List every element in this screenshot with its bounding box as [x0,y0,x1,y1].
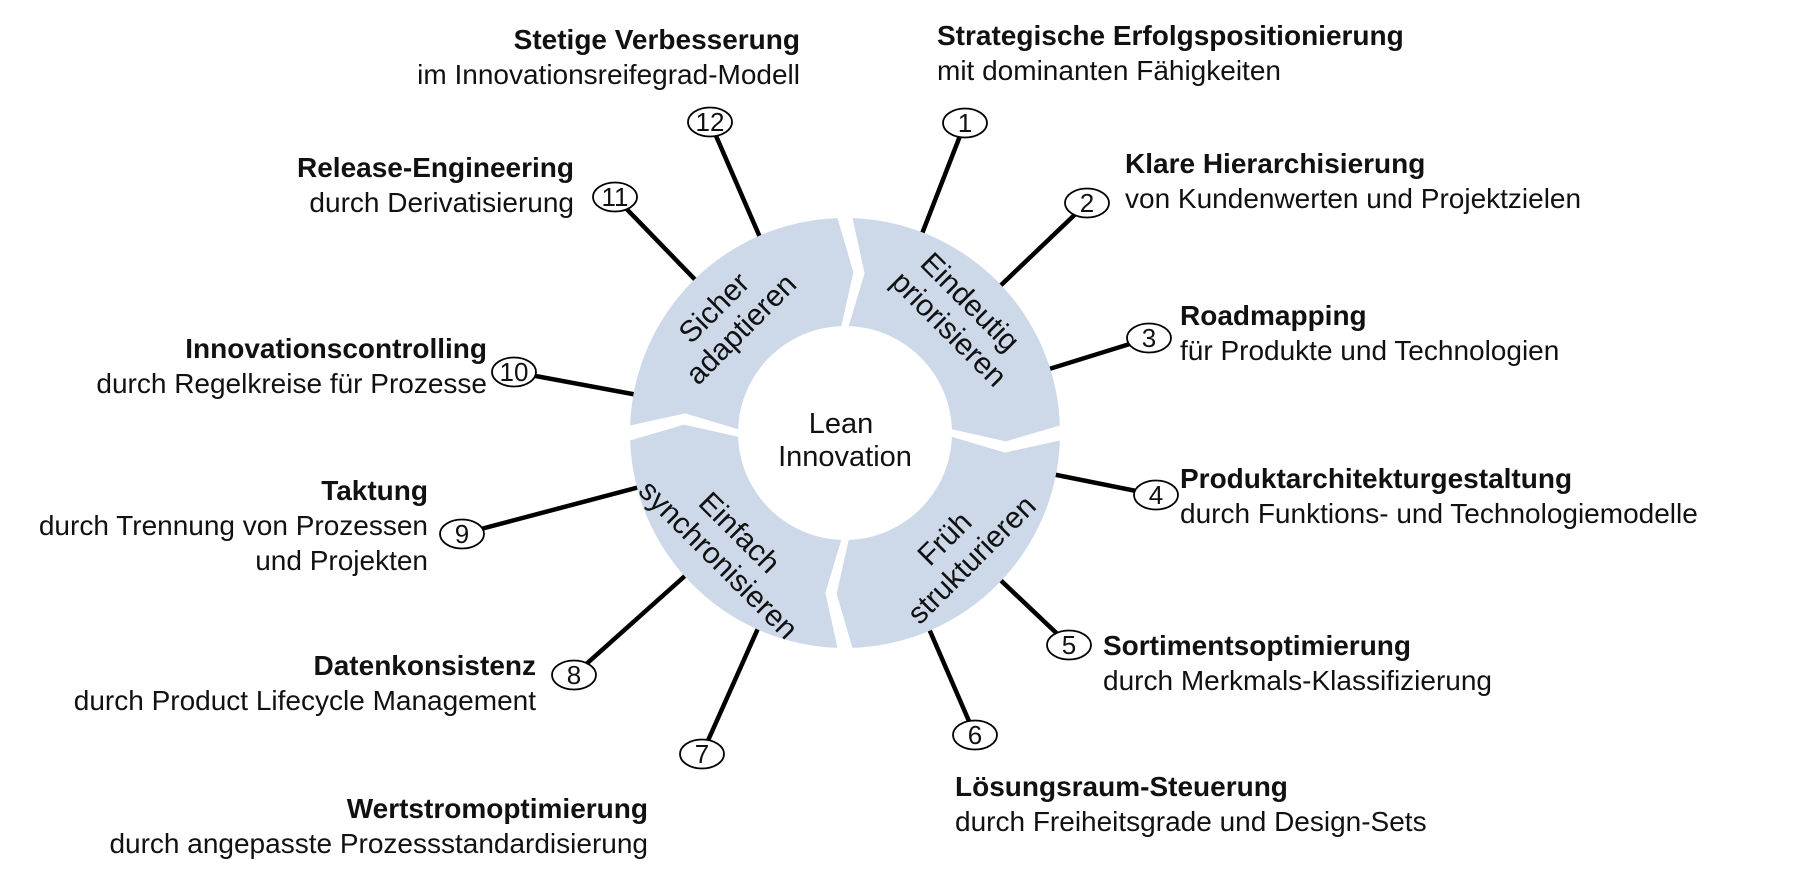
principle-item-5: Sortimentsoptimierung durch Merkmals-Kla… [1103,628,1492,698]
principle-subtitle: durch Derivatisierung [309,187,574,218]
principle-title: Klare Hierarchisierung [1125,148,1426,179]
principle-title: Taktung [321,475,428,506]
principle-subtitle: mit dominanten Fähigkeiten [937,55,1281,86]
principle-item-12: Stetige Verbesserung im Innovationsreife… [417,22,800,92]
number-badge-5: 5 [1046,629,1092,661]
principle-item-10: Innovationscontrolling durch Regelkreise… [96,331,487,401]
principle-item-9: Taktung durch Trennung von Prozessen und… [39,473,428,578]
principle-item-1: Strategische Erfolgspositionierung mit d… [937,18,1404,88]
number-badge-3: 3 [1126,322,1172,354]
number-badge-9: 9 [439,518,485,550]
principle-subtitle: von Kundenwerten und Projektzielen [1125,183,1582,214]
svg-text:12: 12 [696,107,725,137]
principle-item-3: Roadmapping für Produkte und Technologie… [1180,298,1559,368]
principle-title: Datenkonsistenz [313,650,537,681]
svg-text:4: 4 [1149,480,1163,510]
principle-subtitle: im Innovationsreifegrad-Modell [417,59,800,90]
svg-text:6: 6 [968,720,982,750]
number-badge-7: 7 [679,738,725,770]
principle-item-2: Klare Hierarchisierung von Kundenwerten … [1125,146,1581,216]
svg-text:2: 2 [1080,188,1094,218]
svg-text:7: 7 [695,739,709,769]
principle-item-6: Lösungsraum-Steuerung durch Freiheitsgra… [955,769,1427,839]
svg-text:10: 10 [500,357,529,387]
ring-segment-einfach-synchronisieren [630,424,842,648]
number-badge-6: 6 [952,719,998,751]
principle-subtitle: durch Merkmals-Klassifizierung [1103,665,1493,696]
principle-subtitle: durch Trennung von Prozessen [38,510,428,541]
principle-subtitle: durch Freiheitsgrade und Design-Sets [955,806,1427,837]
principle-item-7: Wertstromoptimierung durch angepasste Pr… [109,791,648,861]
ring-segments [630,218,1060,648]
principle-item-4: Produktarchitekturgestaltung durch Funkt… [1180,461,1698,531]
principle-subtitle: für Produkte und Technologien [1180,335,1560,366]
ring-segment-frueh-strukturieren [836,436,1060,648]
number-badges: 1 2 3 4 5 6 7 [439,106,1179,770]
principle-subtitle: durch Regelkreise für Prozesse [96,368,487,399]
principle-subtitle-line2: und Projekten [255,545,428,576]
number-badge-11: 11 [592,181,638,213]
number-badge-2: 2 [1064,187,1110,219]
principle-title: Wertstromoptimierung [346,793,648,824]
center-label: Lean Innovation [778,408,912,473]
ring-segment-sicher-adaptieren [630,218,854,430]
principle-subtitle: durch Funktions- und Technologiemodelle [1180,498,1698,529]
principle-title: Stetige Verbesserung [513,24,800,55]
number-badge-1: 1 [942,107,988,139]
svg-text:1: 1 [958,108,972,138]
principle-item-11: Release-Engineering durch Derivatisierun… [297,150,574,220]
principle-title: Roadmapping [1180,300,1367,331]
ring-segment-eindeutig-priorisieren [848,218,1060,442]
number-badge-8: 8 [551,659,597,691]
principle-title: Produktarchitekturgestaltung [1180,463,1573,494]
principle-title: Sortimentsoptimierung [1103,630,1412,661]
principle-title: Innovationscontrolling [185,333,487,364]
svg-text:5: 5 [1062,630,1076,660]
principle-item-8: Datenkonsistenz durch Product Lifecycle … [74,648,536,718]
number-badge-12: 12 [687,106,733,138]
number-badge-4: 4 [1133,479,1179,511]
svg-text:3: 3 [1142,323,1156,353]
principle-title: Lösungsraum-Steuerung [955,771,1288,802]
principle-title: Release-Engineering [297,152,574,183]
principle-subtitle: durch angepasste Prozessstandardisierung [109,828,648,859]
svg-text:8: 8 [567,660,581,690]
svg-text:11: 11 [602,182,629,212]
number-badge-10: 10 [491,356,537,388]
svg-text:9: 9 [455,519,469,549]
principle-title: Strategische Erfolgspositionierung [937,20,1404,51]
principle-subtitle: durch Product Lifecycle Management [73,685,536,716]
